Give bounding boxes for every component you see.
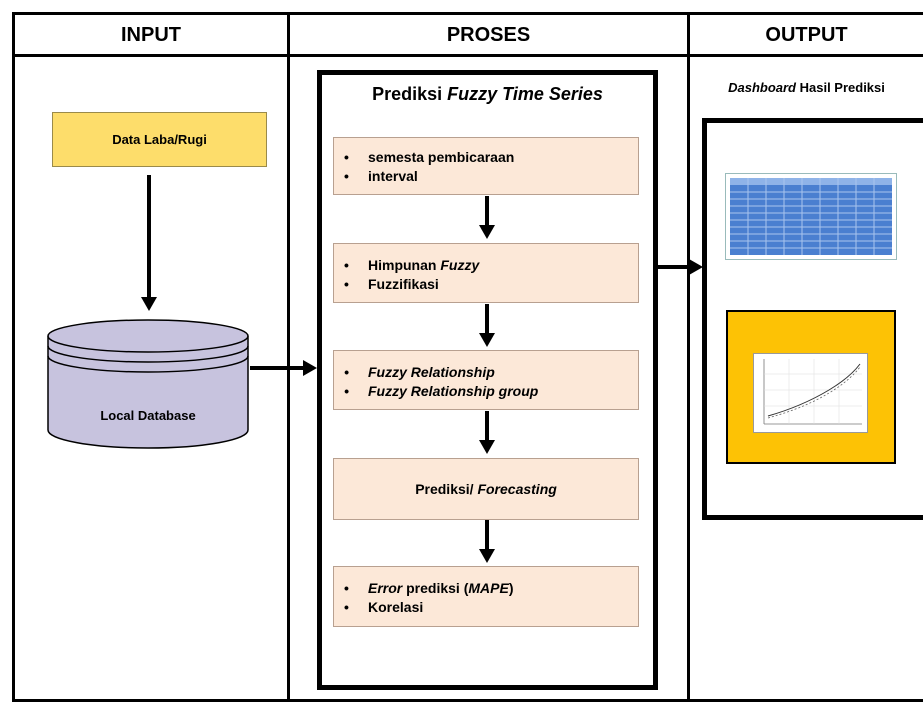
- header-divider: [12, 54, 923, 57]
- step-relationship-item: Fuzzy Relationship: [344, 363, 638, 382]
- arrow-db-to-process-line: [250, 366, 304, 370]
- dashboard-text: Dashboard: [728, 80, 796, 95]
- process-title-plain: Prediksi: [372, 84, 448, 104]
- forecasting-text: Forecasting: [477, 481, 557, 497]
- step-error-item: Error prediksi (MAPE): [344, 579, 638, 598]
- column-title-process: PROSES: [446, 23, 531, 46]
- column-divider-process-output: [687, 12, 690, 702]
- step-forecasting: Prediksi/ Forecasting: [333, 458, 639, 520]
- step-relationship-group-item: Fuzzy Relationship group: [344, 382, 638, 401]
- column-title-output: OUTPUT: [765, 23, 848, 46]
- hasil-prediksi-text: Hasil Prediksi: [796, 80, 885, 95]
- arrow-4-head: [479, 549, 495, 563]
- step-semesta: semesta pembicaraan interval: [333, 137, 639, 195]
- arrow-data-to-db-line: [147, 175, 151, 298]
- arrow-2-line: [485, 304, 489, 334]
- dashboard-frame: [702, 118, 923, 520]
- column-title-input: INPUT: [121, 23, 181, 46]
- error-text: Error: [368, 580, 403, 596]
- output-title: Dashboard Hasil Prediksi: [690, 80, 923, 95]
- close-paren-text: ): [508, 580, 514, 596]
- local-database-cylinder: [47, 319, 249, 449]
- chart-thumbnail: [753, 353, 868, 433]
- arrow-3-line: [485, 411, 489, 441]
- prediksi-text: Prediksi/: [415, 481, 478, 497]
- step-himpunan-item: Himpunan Fuzzy: [344, 256, 638, 275]
- process-title: Prediksi Fuzzy Time Series: [322, 84, 653, 105]
- column-divider-input-process: [287, 12, 290, 702]
- data-laba-rugi-box: Data Laba/Rugi: [52, 112, 267, 167]
- mape-text: MAPE: [468, 580, 509, 596]
- step-relationship: Fuzzy Relationship Fuzzy Relationship gr…: [333, 350, 639, 410]
- step-fuzzifikasi-item: Fuzzifikasi: [344, 275, 638, 294]
- arrow-1-line: [485, 196, 489, 226]
- arrow-4-line: [485, 520, 489, 550]
- arrow-3-head: [479, 440, 495, 454]
- data-laba-rugi-label: Data Laba/Rugi: [112, 132, 207, 147]
- step-forecasting-label: Prediksi/ Forecasting: [415, 481, 557, 497]
- table-thumbnail-graphic: [730, 178, 892, 255]
- table-thumbnail: [725, 173, 897, 260]
- himpunan-text: Himpunan: [368, 257, 441, 273]
- step-himpunan: Himpunan Fuzzy Fuzzifikasi: [333, 243, 639, 303]
- prediksi-paren-text: prediksi (: [402, 580, 469, 596]
- step-interval-item: interval: [344, 167, 638, 186]
- arrow-data-to-db-head: [141, 297, 157, 311]
- chart-thumbnail-graphic: [763, 359, 862, 425]
- arrow-process-to-output-head: [689, 259, 703, 275]
- arrow-2-head: [479, 333, 495, 347]
- arrow-process-to-output-line: [658, 265, 690, 269]
- fuzzy-text: Fuzzy: [440, 257, 480, 273]
- step-korelasi-item: Korelasi: [344, 598, 638, 617]
- arrow-1-head: [479, 225, 495, 239]
- step-error: Error prediksi (MAPE) Korelasi: [333, 566, 639, 627]
- local-database-label: Local Database: [100, 408, 196, 423]
- arrow-db-to-process-head: [303, 360, 317, 376]
- process-title-italic: Fuzzy Time Series: [447, 84, 603, 104]
- step-semesta-item: semesta pembicaraan: [344, 148, 638, 167]
